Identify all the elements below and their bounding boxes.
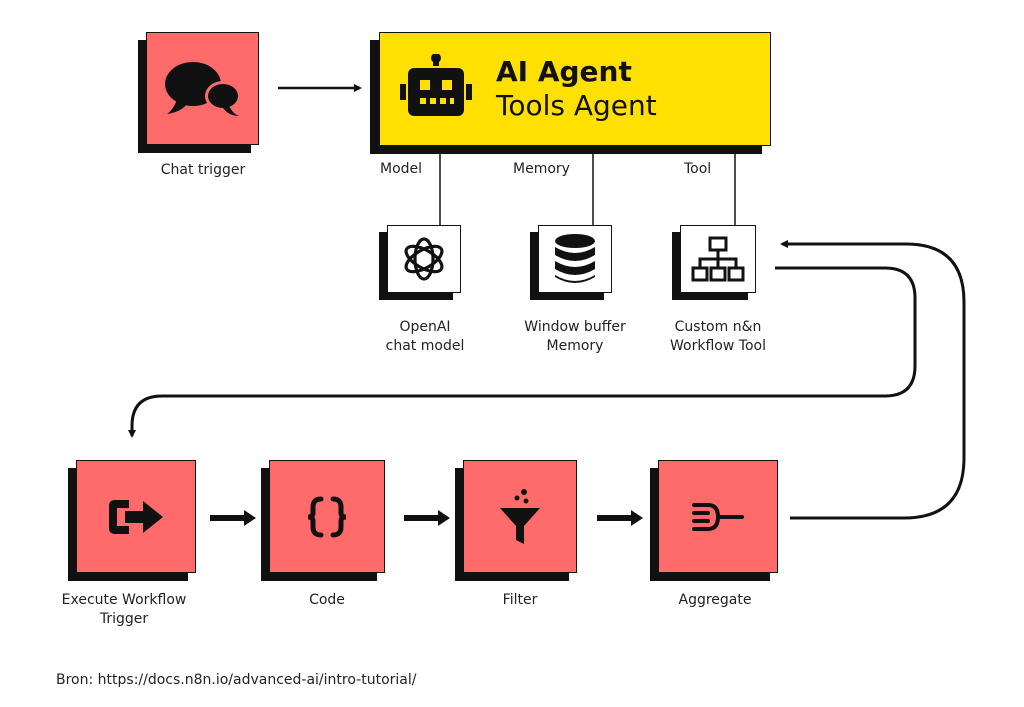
robot-icon [400,54,472,116]
custom-tool-label: Custom n&n Workflow Tool [670,319,766,354]
openai-icon [404,237,444,281]
agent-title: AI Agent [496,55,632,88]
memory-label: Window buffer Memory [524,319,626,354]
database-icon [555,234,595,283]
chat-bubbles-icon [164,61,241,116]
connection-label-memory: Memory [513,161,570,177]
execute-trigger-label: Execute Workflow Trigger [61,592,187,627]
loop-tool-to-trigger [128,266,917,438]
connection-label-model: Model [380,161,423,177]
sign-out-icon [109,499,163,534]
sitemap-icon [691,236,745,282]
openai-label: OpenAI chat model [385,319,465,354]
chat-trigger-label: Chat trigger [160,162,246,178]
braces-icon [307,496,347,537]
loop-aggregate-to-tool [780,240,966,520]
filter-label: Filter [502,592,538,608]
connection-label-tool: Tool [684,161,712,177]
agent-subtitle: Tools Agent [496,89,657,122]
funnel-icon [500,488,540,544]
aggregate-label: Aggregate [678,592,752,608]
code-label: Code [309,592,345,608]
aggregate-icon [692,502,744,531]
source-caption: Bron: https://docs.n8n.io/advanced-ai/in… [56,672,417,688]
